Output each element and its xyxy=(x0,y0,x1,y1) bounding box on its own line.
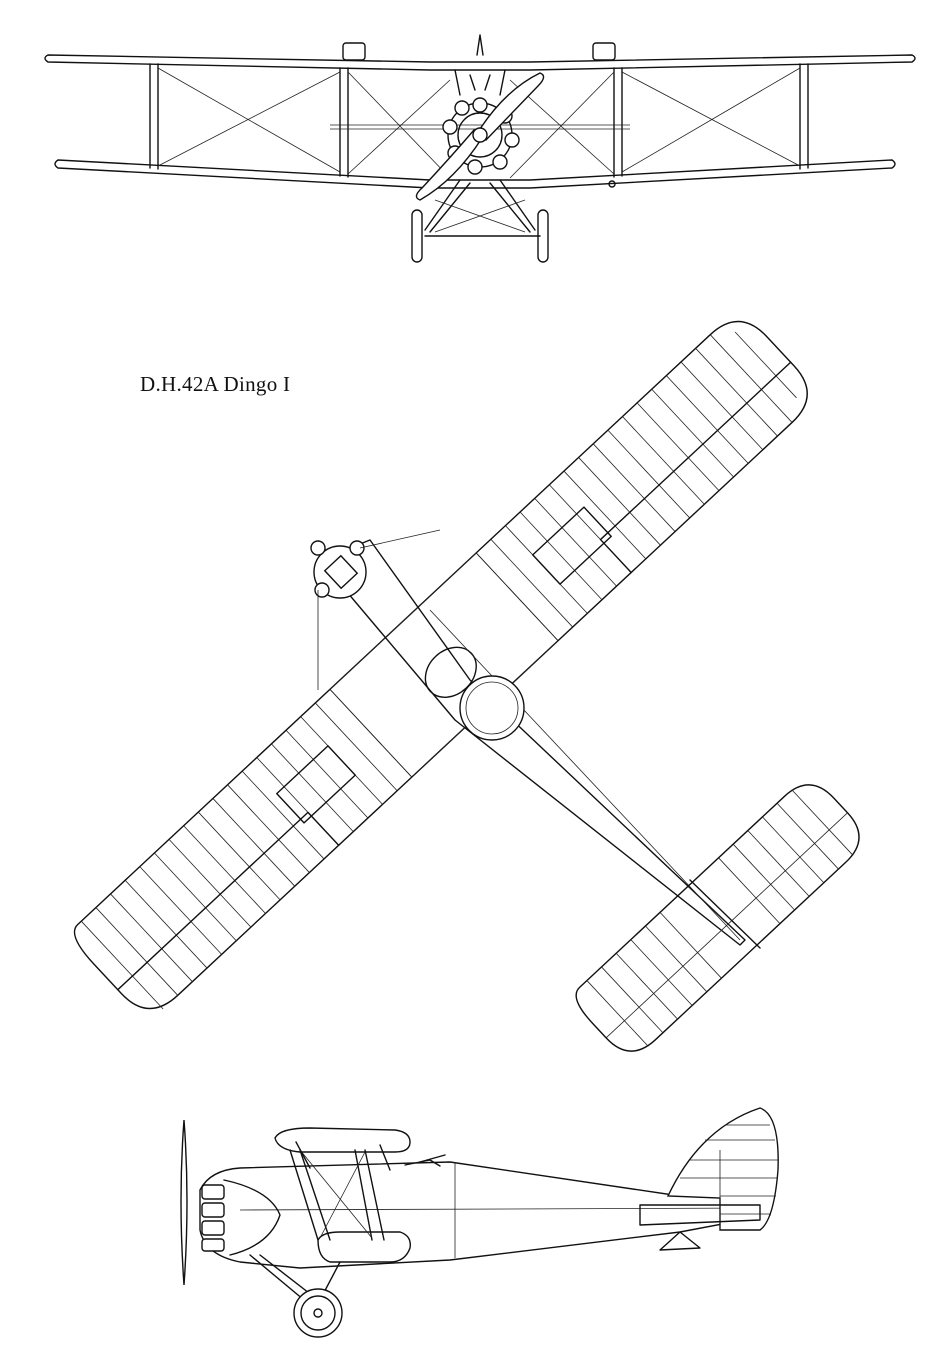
front-lower-wing xyxy=(54,159,896,189)
side-engine xyxy=(201,1179,281,1256)
plan-aileron-left xyxy=(117,811,340,991)
side-lower-wing xyxy=(317,1231,411,1263)
plan-view xyxy=(73,320,860,1052)
side-struts xyxy=(289,1141,391,1241)
front-tank-right xyxy=(592,42,616,61)
front-wheel-right xyxy=(537,209,549,263)
plan-wing-ribs xyxy=(80,331,797,1010)
front-tank-left xyxy=(342,42,366,61)
front-upper-wing xyxy=(44,54,916,71)
side-rudder-ribs xyxy=(680,1124,778,1230)
side-propeller xyxy=(180,1119,188,1286)
side-upper-wing xyxy=(274,1127,411,1153)
front-undercarriage xyxy=(411,179,549,263)
plan-cockpit xyxy=(459,675,525,741)
front-wheel-left xyxy=(411,209,423,263)
plan-aileron-right xyxy=(599,361,792,574)
plan-engine xyxy=(310,540,367,599)
side-undercarriage xyxy=(249,1254,343,1338)
plan-tailplane xyxy=(575,784,860,1052)
front-struts xyxy=(149,63,809,178)
side-tail-skid xyxy=(659,1231,701,1251)
front-propeller xyxy=(415,72,545,201)
side-fin-rudder xyxy=(666,1107,779,1231)
plan-fuselage xyxy=(319,539,746,946)
side-view xyxy=(180,1107,779,1338)
aircraft-title: D.H.42A Dingo I xyxy=(140,372,291,396)
side-tailplane xyxy=(639,1204,761,1226)
front-view xyxy=(44,34,916,263)
